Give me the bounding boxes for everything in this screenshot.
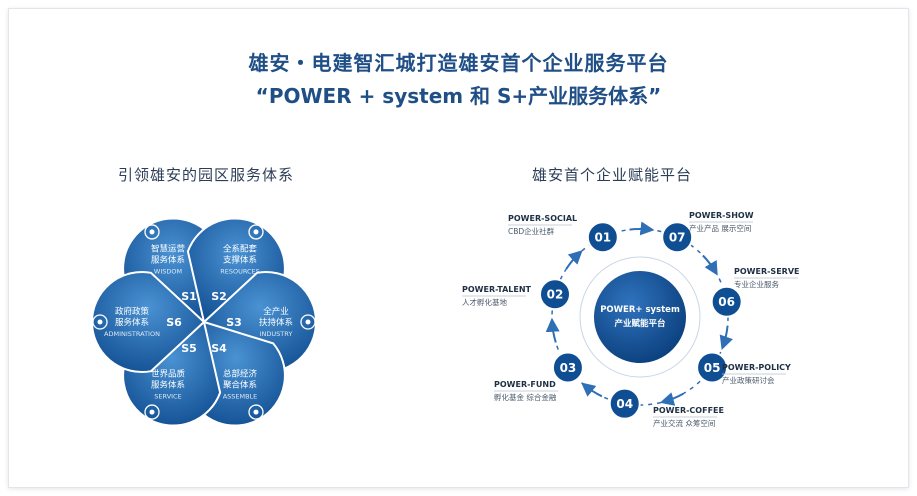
right-section-title: 雄安首个企业赋能平台 xyxy=(532,166,693,184)
left-section-title: 引领雄安的园区服务体系 xyxy=(118,166,295,184)
page-subtitle: “POWER + system 和 S+产业服务体系” xyxy=(255,84,662,108)
page-title: 雄安・电建智汇城打造雄安首个企业服务平台 xyxy=(248,51,669,75)
